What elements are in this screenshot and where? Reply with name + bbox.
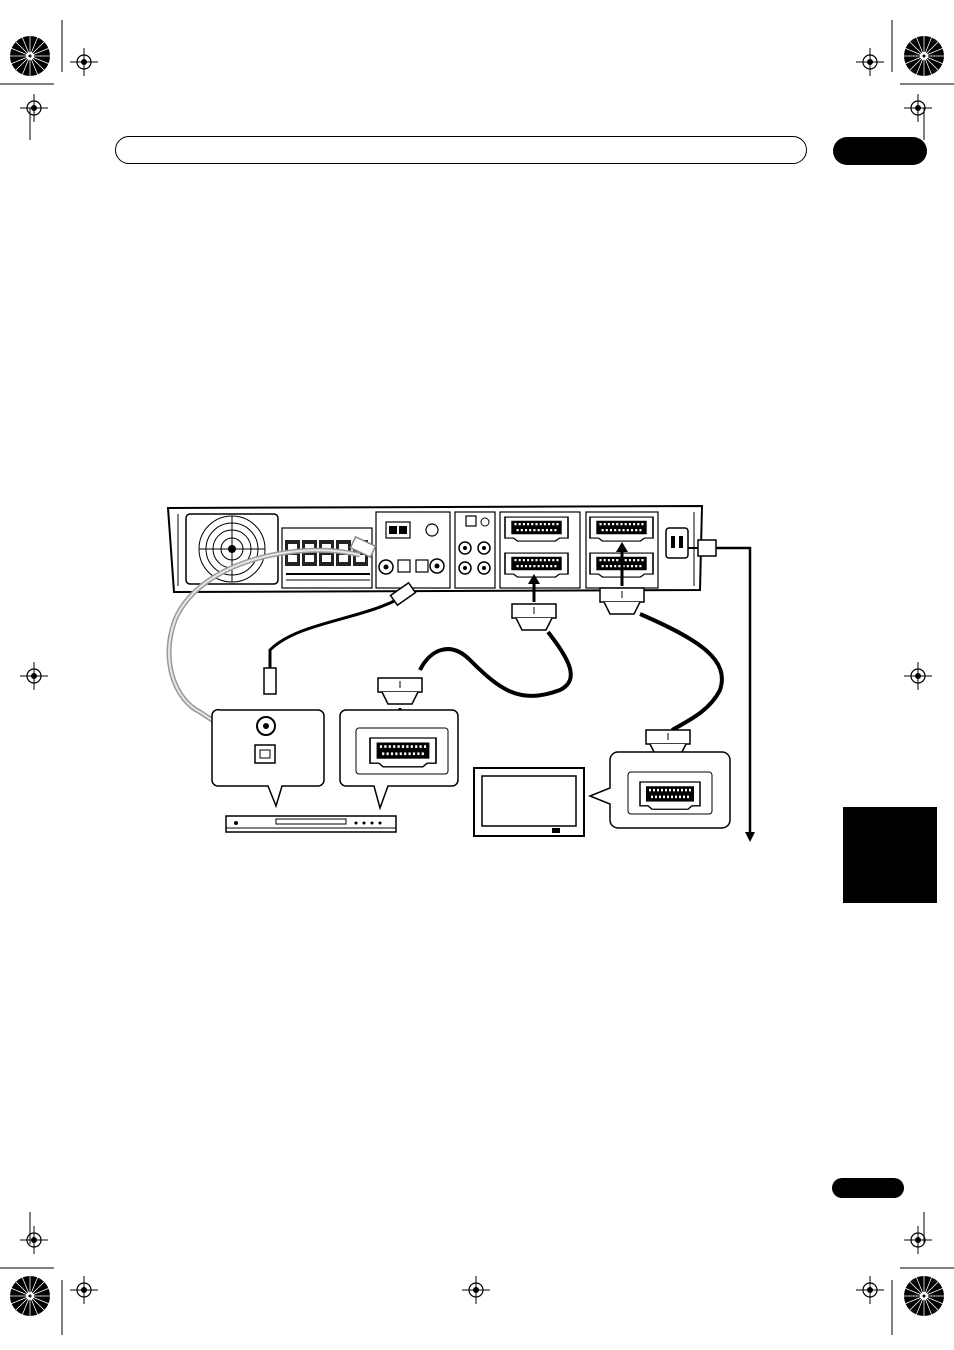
audio-input-block: [376, 512, 450, 588]
registration-marks: [0, 20, 954, 1335]
ac-inlet: [666, 528, 688, 558]
panel-scart-sockets: [500, 512, 658, 588]
player-scart-callout: [340, 710, 458, 808]
dvd-player-callout: [212, 710, 324, 806]
cooling-fan-grille: [186, 514, 278, 584]
coaxial-cable: [270, 592, 410, 690]
dvd-player: [226, 816, 396, 832]
video-audio-jacks: [455, 512, 495, 588]
tv-scart-callout: [590, 752, 730, 828]
speaker-terminals: [282, 528, 372, 588]
television: [474, 768, 584, 836]
